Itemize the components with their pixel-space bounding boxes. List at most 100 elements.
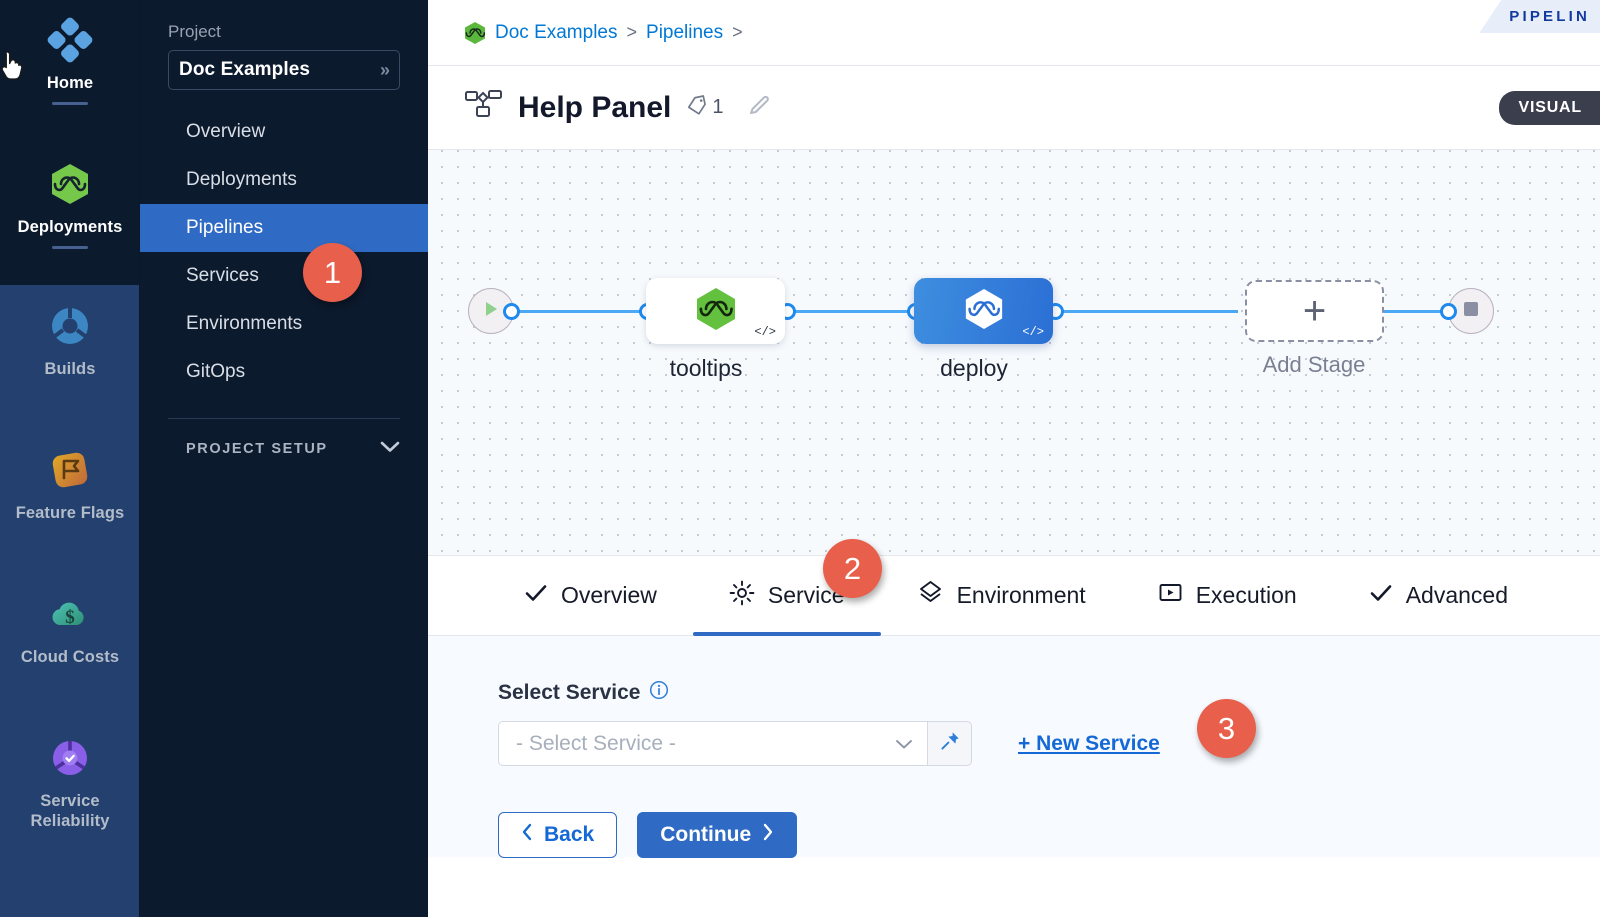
sidebar-divider [168, 418, 400, 419]
rail-item-label: Deployments [17, 218, 123, 236]
sidebar-project-setup[interactable]: PROJECT SETUP [140, 441, 428, 457]
rail-item-deployments[interactable]: Deployments [0, 158, 140, 249]
callout-number: 1 [323, 254, 342, 290]
stage-label-tooltips: tooltips [669, 355, 743, 381]
svg-text:$: $ [65, 607, 75, 628]
tag-badge[interactable]: 1 [685, 93, 724, 123]
page-title: Help Panel [518, 90, 672, 124]
cloud-costs-icon: $ [44, 588, 96, 640]
project-selector[interactable]: Doc Examples » [168, 50, 400, 90]
rail-item-feature-flags[interactable]: Feature Flags [0, 444, 140, 523]
tab-overview[interactable]: Overview [488, 556, 693, 636]
select-service-value: - Select Service - [516, 731, 676, 755]
harness-hex-white-icon [963, 287, 1005, 336]
sidebar-item-label: Pipelines [186, 217, 264, 238]
info-icon[interactable] [649, 680, 669, 706]
rail-item-cloud-costs[interactable]: $ Cloud Costs [0, 588, 140, 667]
breadcrumb-link-pipelines[interactable]: Pipelines [646, 21, 724, 43]
connector-wire [1048, 310, 1238, 313]
module-rail: Home Deployments [0, 0, 140, 917]
chevron-left-icon [521, 823, 533, 847]
rail-item-label: Builds [44, 360, 96, 378]
sidebar-item-overview[interactable]: Overview [140, 108, 428, 156]
tab-environment[interactable]: Environment [881, 556, 1122, 636]
rail-active-underline [52, 246, 88, 249]
stage-tabs: Overview Service [428, 556, 1600, 636]
sidebar-item-gitops[interactable]: GitOps [140, 348, 428, 396]
add-stage-button[interactable]: + [1245, 280, 1384, 342]
project-sidebar: Project Doc Examples » Overview Deployme… [140, 0, 428, 917]
select-service-row: - Select Service - + New Service [498, 721, 1600, 766]
breadcrumb-link-project[interactable]: Doc Examples [495, 21, 618, 43]
play-box-icon [1158, 580, 1183, 611]
stage-card-tooltips[interactable]: </> [646, 278, 785, 344]
home-diamond-icon [44, 14, 96, 66]
builds-icon [44, 300, 96, 352]
mode-badge-visual[interactable]: VISUAL [1498, 90, 1600, 125]
rail-item-service-reliability[interactable]: Service Reliability [0, 732, 140, 831]
chevron-down-icon [380, 441, 400, 457]
port-dot[interactable] [1440, 303, 1457, 320]
form-actions: Back Continue [498, 812, 1600, 858]
play-icon [480, 298, 502, 325]
connector-wire [778, 310, 918, 313]
breadcrumb-separator: > [626, 22, 638, 42]
rail-item-builds[interactable]: Builds [0, 300, 140, 379]
stage-card-deploy[interactable]: </> [914, 278, 1053, 344]
field-label: Select Service [498, 681, 641, 704]
tab-label: Overview [561, 582, 657, 608]
tab-advanced[interactable]: Advanced [1333, 556, 1544, 636]
add-stage-label: Add Stage [1262, 352, 1366, 377]
connector-wire [1318, 310, 1468, 313]
rail-bottom-section [0, 285, 139, 917]
rail-item-label: Service Reliability [30, 792, 110, 830]
code-badge-icon: </> [1022, 325, 1044, 339]
code-badge-icon: </> [754, 325, 776, 339]
sidebar-nav: Overview Deployments Pipelines Services … [140, 108, 428, 396]
breadcrumb: Doc Examples > Pipelines > PIPELIN [428, 0, 1600, 66]
sidebar-item-label: Services [186, 265, 259, 286]
pipeline-canvas[interactable]: </> tooltips </> deploy + [428, 150, 1600, 556]
port-dot[interactable] [503, 303, 520, 320]
double-chevron-right-icon: » [379, 59, 390, 80]
tab-label: Execution [1195, 582, 1297, 608]
callout-badge-2: 2 [823, 539, 882, 598]
back-button-label: Back [544, 823, 595, 846]
pin-icon [939, 730, 961, 757]
service-reliability-icon [44, 732, 96, 784]
breadcrumb-separator-trailing: > [732, 22, 743, 42]
rail-item-home[interactable]: Home [0, 14, 140, 105]
pin-service-button[interactable] [928, 721, 972, 766]
pipeline-header: Help Panel 1 VISUAL [428, 66, 1600, 150]
callout-badge-3: 3 [1197, 699, 1256, 758]
callout-number: 3 [1217, 710, 1236, 746]
rail-item-label: Cloud Costs [20, 648, 120, 666]
mouse-cursor-icon [0, 50, 26, 84]
chevron-down-icon [895, 732, 913, 756]
sidebar-item-services[interactable]: Services [140, 252, 428, 300]
tab-label: Advanced [1405, 582, 1509, 608]
project-setup-label: PROJECT SETUP [186, 441, 328, 457]
back-button[interactable]: Back [498, 812, 618, 858]
main-content: Doc Examples > Pipelines > PIPELIN Help … [428, 0, 1600, 917]
tab-execution[interactable]: Execution [1122, 556, 1333, 636]
callout-number: 2 [843, 550, 862, 586]
stage-label-deploy: deploy [940, 355, 1008, 381]
sidebar-item-label: Deployments [186, 169, 297, 190]
deployments-hex-icon [44, 158, 96, 210]
sidebar-item-deployments[interactable]: Deployments [140, 156, 428, 204]
sidebar-item-pipelines[interactable]: Pipelines [140, 204, 428, 252]
rail-item-label: Feature Flags [15, 504, 125, 522]
new-service-link[interactable]: + New Service [1018, 731, 1160, 755]
select-service-label-row: Select Service [498, 680, 1600, 706]
rail-item-label: Home [46, 74, 94, 92]
harness-hex-green-icon [694, 286, 738, 337]
pencil-icon[interactable] [746, 92, 772, 123]
continue-button[interactable]: Continue [637, 812, 798, 858]
project-label: Project [168, 22, 221, 41]
sidebar-item-label: GitOps [186, 361, 246, 382]
sidebar-item-environments[interactable]: Environments [140, 300, 428, 348]
tag-icon [685, 93, 709, 123]
pipeline-corner-tab: PIPELIN [1479, 0, 1600, 33]
select-service-dropdown[interactable]: - Select Service - [498, 721, 928, 766]
